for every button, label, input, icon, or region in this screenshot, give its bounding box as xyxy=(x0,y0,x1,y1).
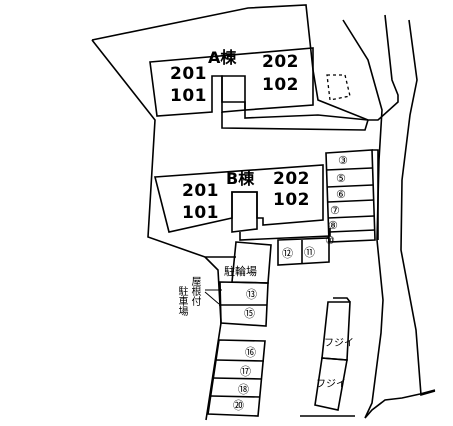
neighbor-building-1 xyxy=(321,301,351,361)
site-boundary-south xyxy=(204,256,222,421)
neighbor-building-2 xyxy=(314,357,348,411)
parking-mid-block xyxy=(277,237,330,266)
parking-slot-17: ⑰ xyxy=(240,365,251,378)
parking-slot-18: ⑱ xyxy=(238,383,249,396)
parking-slot-5: ⑤ xyxy=(336,172,346,185)
building-b-name: B棟 xyxy=(226,169,255,188)
neighbor-label-fujii-2: フジイ xyxy=(316,379,346,390)
parking-slot-12: ⑫ xyxy=(282,247,293,260)
parking-slot-20: ⑳ xyxy=(233,399,244,412)
parking-slot-3: ③ xyxy=(338,154,348,167)
building-b-stair xyxy=(231,191,258,233)
parking-slot-15: ⑮ xyxy=(244,307,255,320)
parking-slot-16: ⑯ xyxy=(245,346,256,359)
parking-slot-6: ⑥ xyxy=(336,188,346,201)
parking-east-dividers xyxy=(325,167,376,233)
parking-slot-11: ⑪ xyxy=(304,246,315,259)
parking-slot-13: ⑬ xyxy=(246,288,257,301)
parking-east-block xyxy=(325,149,376,243)
covered-parking-label-line-1: 屋根付 xyxy=(189,276,200,306)
parking-south-block xyxy=(207,339,266,417)
site-boundary-west xyxy=(91,39,236,258)
building-b-unit-101: 101 xyxy=(182,203,219,223)
building-a-unit-201: 201 xyxy=(170,64,207,84)
parking-slot-10: ⑩ xyxy=(325,234,335,247)
dashed-structure xyxy=(326,74,351,101)
parking-east-tab xyxy=(372,149,379,240)
road-edge-east-inner xyxy=(400,19,436,397)
covered-parking-leader xyxy=(204,289,222,305)
road-edge-south xyxy=(364,389,436,419)
parking-slot-7: ⑦ xyxy=(330,204,340,217)
building-a-stair xyxy=(221,75,246,113)
building-b-unit-102: 102 xyxy=(273,190,310,210)
building-a-corridor xyxy=(221,110,369,131)
building-b-unit-201: 201 xyxy=(182,181,219,201)
covered-parking-block xyxy=(219,281,269,327)
building-a-unit-102: 102 xyxy=(262,75,299,95)
covered-parking-label-line-2: 駐車場 xyxy=(176,286,187,316)
building-b-unit-202: 202 xyxy=(273,169,310,189)
bicycle-parking-label: 駐輪場 xyxy=(224,265,257,278)
parking-slot-8: ⑧ xyxy=(328,219,338,232)
parking-south-dividers xyxy=(210,359,265,398)
road-edge-east-outer xyxy=(342,19,384,419)
neighbor-building-1-roof xyxy=(333,297,351,303)
building-a-unit-101: 101 xyxy=(170,86,207,106)
building-a-name: A棟 xyxy=(208,48,237,67)
neighbor-label-fujii-1: フジイ xyxy=(324,338,354,349)
building-a-unit-202: 202 xyxy=(262,52,299,72)
